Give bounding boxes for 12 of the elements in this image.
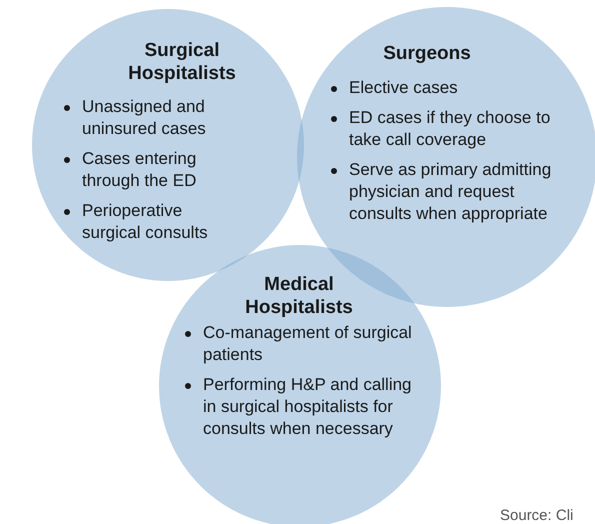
bullet-item: Serve as primary admitting physician and request consults when appropriate: [349, 159, 552, 225]
bullet-item: Performing H&P and calling in surgical hospitalists for consults when necessary: [203, 374, 413, 440]
bullet-item: ED cases if they choose to take call coverage: [349, 107, 552, 151]
bullet-item: Unassigned and uninsured cases: [82, 96, 207, 140]
circle-heading: Medical Hospitalists: [244, 273, 354, 319]
bullet-item: Co-management of surgical patients: [203, 322, 413, 366]
bullet-item: Cases entering through the ED: [82, 148, 198, 192]
circle-heading: Surgeons: [382, 42, 472, 65]
source-note: Source: Cli: [500, 506, 574, 524]
circle-heading: Surgical Hospitalists: [127, 39, 237, 85]
bullet-item: Elective cases: [349, 77, 458, 99]
bullet-item: Perioperative surgical consults: [82, 200, 209, 244]
